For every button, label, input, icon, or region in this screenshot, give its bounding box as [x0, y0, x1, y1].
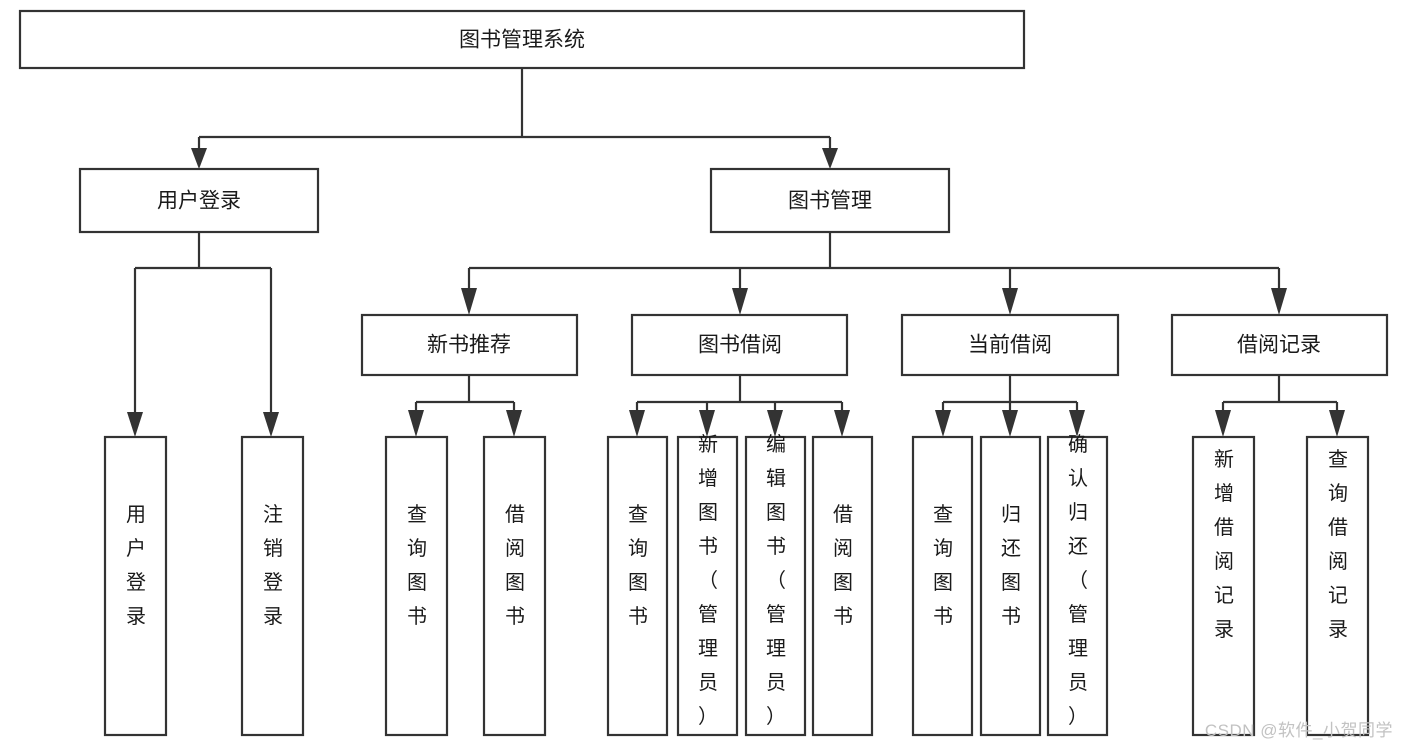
arrowhead-bb-leaf-2 [699, 410, 715, 437]
leaf-current-borrow-2-box[interactable] [1046, 435, 1109, 737]
node-book-manage[interactable]: 图书管理 [709, 167, 951, 234]
node-book-manage-label: 图书管理 [788, 190, 872, 213]
node-new-book-rec[interactable]: 新书推荐 [360, 313, 579, 377]
arrowhead-leaf-logout [263, 412, 279, 437]
leaf-book-borrow-1-box[interactable] [676, 435, 739, 737]
leaf-book-borrow-1[interactable]: 新增图书（管理员） [676, 433, 739, 737]
connector-current-borrow-to-leaves [941, 375, 1079, 414]
arrowhead-new-book-rec [461, 288, 477, 315]
leaf-current-borrow-0[interactable]: 查询图书 [911, 435, 974, 737]
leaf-book-borrow-0[interactable]: 查询图书 [606, 435, 669, 737]
node-book-borrow-label: 图书借阅 [698, 334, 782, 357]
node-borrow-record[interactable]: 借阅记录 [1170, 313, 1389, 377]
leaf-user-login-1-box[interactable] [240, 435, 305, 737]
node-root[interactable]: 图书管理系统 [18, 9, 1026, 70]
leaf-new-book-rec-0-label: 查询图书 [407, 503, 427, 628]
leaf-new-book-rec-1-box[interactable] [482, 435, 547, 737]
leaf-book-borrow-2-label: 编辑图书（管理员） [766, 433, 786, 728]
leaf-borrow-record-1-box[interactable] [1305, 435, 1370, 737]
leaf-book-borrow-1-label: 新增图书（管理员） [698, 433, 718, 728]
node-new-book-rec-box[interactable] [360, 313, 579, 377]
node-user-login-label: 用户登录 [157, 190, 241, 213]
node-root-label: 图书管理系统 [459, 29, 585, 52]
node-book-borrow[interactable]: 图书借阅 [630, 313, 849, 377]
leaf-user-login-1-label: 注销登录 [263, 503, 283, 628]
leaf-current-borrow-2-label: 确认归还（管理员） [1068, 433, 1088, 728]
leaf-book-borrow-3-box[interactable] [811, 435, 874, 737]
arrowhead-br-leaf-1 [1215, 410, 1231, 437]
leaf-current-borrow-1[interactable]: 归还图书 [979, 435, 1042, 737]
node-book-borrow-box[interactable] [630, 313, 849, 377]
leaf-book-borrow-0-label: 查询图书 [628, 503, 648, 628]
arrowhead-book-manage [822, 148, 838, 169]
node-current-borrow-box[interactable] [900, 313, 1120, 377]
leaf-book-borrow-2-box[interactable] [744, 435, 807, 737]
leaf-current-borrow-1-box[interactable] [979, 435, 1042, 737]
leaf-book-borrow-3[interactable]: 借阅图书 [811, 435, 874, 737]
leaf-new-book-rec-0[interactable]: 查询图书 [384, 435, 449, 737]
leaf-user-login-1[interactable]: 注销登录 [240, 435, 305, 737]
connector-layer [127, 68, 1345, 437]
leaf-book-borrow-0-box[interactable] [606, 435, 669, 737]
arrowhead-bb-leaf-1 [629, 410, 645, 437]
arrowhead-cb-leaf-3 [1069, 410, 1085, 437]
leaf-borrow-record-1-label: 查询借阅记录 [1328, 448, 1348, 641]
node-borrow-record-label: 借阅记录 [1237, 334, 1321, 357]
leaf-borrow-record-0[interactable]: 新增借阅记录 [1191, 435, 1256, 737]
connector-borrow-record-to-leaves [1221, 375, 1339, 414]
arrowhead-current-borrow [1002, 288, 1018, 315]
leaf-new-book-rec-1[interactable]: 借阅图书 [482, 435, 547, 737]
arrowhead-br-leaf-2 [1329, 410, 1345, 437]
arrowhead-cb-leaf-2 [1002, 410, 1018, 437]
leaf-new-book-rec-1-label: 借阅图书 [505, 503, 525, 628]
leaf-borrow-record-1[interactable]: 查询借阅记录 [1305, 435, 1370, 737]
arrowhead-borrow-record [1271, 288, 1287, 315]
leaf-book-borrow-2[interactable]: 编辑图书（管理员） [744, 433, 807, 737]
arrowhead-nbr-leaf-2 [506, 410, 522, 437]
connector-root-to-level2 [197, 68, 832, 157]
node-new-book-rec-label: 新书推荐 [427, 334, 511, 357]
arrowhead-nbr-leaf-1 [408, 410, 424, 437]
leaf-borrow-record-0-label: 新增借阅记录 [1214, 448, 1234, 641]
leaf-user-login-0-label: 用户登录 [126, 504, 146, 628]
arrowhead-user-login [191, 148, 207, 169]
arrowhead-leaf-user-login [127, 412, 143, 437]
node-borrow-record-box[interactable] [1170, 313, 1389, 377]
connector-user-login-to-leaves [133, 232, 273, 418]
leaf-borrow-record-0-box[interactable] [1191, 435, 1256, 737]
leaf-book-borrow-3-label: 借阅图书 [833, 503, 853, 628]
arrowhead-cb-leaf-1 [935, 410, 951, 437]
leaf-current-borrow-0-label: 查询图书 [933, 503, 953, 628]
connector-book-borrow-to-leaves [635, 375, 844, 414]
leaf-user-login-0-box[interactable] [103, 435, 168, 737]
leaf-current-borrow-1-label: 归还图书 [1001, 503, 1021, 628]
node-current-borrow-label: 当前借阅 [968, 334, 1052, 357]
arrowhead-bb-leaf-3 [767, 410, 783, 437]
arrowhead-book-borrow [732, 288, 748, 315]
leaf-new-book-rec-0-box[interactable] [384, 435, 449, 737]
node-user-login-box[interactable] [78, 167, 320, 234]
node-current-borrow[interactable]: 当前借阅 [900, 313, 1120, 377]
connector-book-manage-to-level3 [467, 232, 1281, 290]
node-book-manage-box[interactable] [709, 167, 951, 234]
node-user-login[interactable]: 用户登录 [78, 167, 320, 234]
arrowhead-bb-leaf-4 [834, 410, 850, 437]
leaf-user-login-0[interactable]: 用户登录 [103, 435, 168, 737]
leaf-current-borrow-0-box[interactable] [911, 435, 974, 737]
node-root-box[interactable] [18, 9, 1026, 70]
connector-new-book-rec-to-leaves [414, 375, 516, 414]
leaf-current-borrow-2[interactable]: 确认归还（管理员） [1046, 433, 1109, 737]
